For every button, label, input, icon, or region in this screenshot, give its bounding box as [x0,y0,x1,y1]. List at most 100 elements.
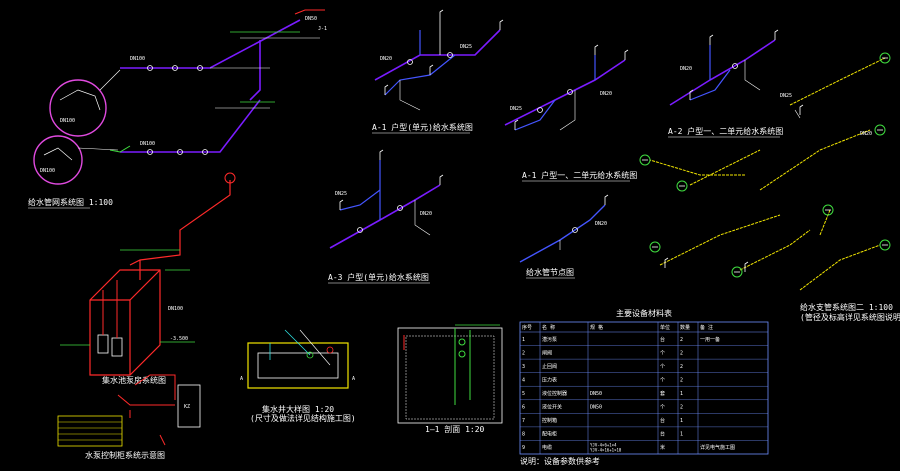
pump-pit-view: DN100 -3.500 集水池泵房系统图 [60,172,236,385]
table-cell: 2 [680,337,683,343]
svg-text:DN25: DN25 [780,93,792,99]
table-cell: 压力表 [542,376,557,383]
view-a1: DN20 DN25 A-1 户型(单元)给水系统图 [372,9,504,134]
table-cell: 4 [522,377,525,383]
table-cell: 台 [660,431,665,438]
view-a3: DN20 DN25 A-3 户型(单元)给水系统图 [328,149,444,284]
svg-text:DN100: DN100 [60,118,75,124]
table-cell: 液位控制器 [542,390,567,397]
view-c1: DN20 A-2 户型一、二单元给水系统图 [668,29,783,138]
terminal-strip [57,415,123,447]
table-cell: 一用一备 [700,336,720,343]
view-drain-node: DN20 给水管节点图 [519,194,609,279]
table-cell: 5 [522,391,525,397]
table-footer: 说明：设备参数供参考 [520,456,600,466]
svg-text:DN20: DN20 [595,221,607,227]
branch-systems-right: DN25 DN20 给水支管系统图二 1:100 (管径及标高详见系统图说明) [639,52,900,322]
table-cell: 1 [522,337,525,343]
svg-text:DN20: DN20 [380,56,392,62]
view-b1-caption: A-1 户型一、二单元给水系统图 [522,170,637,180]
table-cell: 米 [660,444,665,451]
table-cell: 2 [680,405,683,411]
table-cell: 电缆 [542,444,552,451]
main-pipe-riser [249,40,261,101]
svg-text:DN20: DN20 [680,66,692,72]
svg-text:DN20: DN20 [860,131,872,137]
control-cabinet-view: KZ 水泵控制柜系统示意图 [57,374,201,460]
detail-circle-icon: DN100 [49,69,121,137]
table-cell: 2 [522,350,525,356]
svg-text:DN100: DN100 [40,168,55,174]
top-riser-detail: DN50 J-1 [294,9,327,32]
table-header-cell: 备 注 [700,324,713,331]
svg-text:DN100: DN100 [168,306,183,312]
table-header-cell: 名 称 [542,324,555,331]
svg-text:KZ: KZ [184,404,190,410]
table-cell: 配电柜 [542,431,557,438]
pit-plan-view: A A 集水井大样图 1:20 (尺寸及做法详见结构施工图) [240,329,356,423]
table-cell: 8 [522,432,525,438]
table-cell: 液位开关 [542,404,562,411]
pit-plan-caption: 集水井大样图 1:20 [262,404,334,414]
svg-text:A: A [352,376,355,382]
table-cell: YJV-4×16+1×10 [590,447,622,452]
table-title: 主要设备材料表 [616,308,672,318]
table-cell: 台 [660,417,665,424]
table-header-cell: 单位 [660,324,670,331]
view-a3-caption: A-3 户型(单元)给水系统图 [328,272,429,282]
svg-text:A: A [240,376,243,382]
section-caption: 1—1 剖面 1:20 [425,424,485,434]
table-cell: 个 [660,364,665,370]
section-view: 1—1 剖面 1:20 [397,324,503,434]
view-a1-caption: A-1 户型(单元)给水系统图 [372,122,473,132]
table-cell: 个 [660,377,665,383]
table-cell: 闸阀 [542,349,552,356]
table-cell: 1 [680,391,683,397]
table-cell: 1 [680,418,683,424]
table-cell: 1 [680,432,683,438]
table-cell: 控制箱 [542,417,557,424]
table-cell: 详见电气施工图 [700,444,735,451]
table-cell: 潜污泵 [542,336,557,343]
table-cell: DN50 [590,391,602,397]
table-cell: 止回阀 [542,363,557,370]
detail-circle-icon: DN100 [33,135,119,185]
pump-caption: 集水池泵房系统图 [102,375,166,385]
table-cell: 7 [522,418,525,424]
table-cell: YJV-4×6+1×4 [590,442,617,447]
view-b1: DN20 DN25 A-1 户型一、二单元给水系统图 [504,44,637,182]
svg-text:DN100: DN100 [130,56,145,62]
svg-text:DN100: DN100 [140,141,155,147]
svg-text:DN50: DN50 [305,16,317,22]
table-header-cell: 规 格 [590,324,603,331]
view-c1-caption: A-2 户型一、二单元给水系统图 [668,126,783,136]
table-cell: 2 [680,350,683,356]
table-cell: 个 [660,350,665,356]
main-pipe-lower [120,99,261,153]
table-cell: 套 [660,390,665,397]
table-cell: 3 [522,364,525,370]
top-left-caption: 给水管网系统图 1:100 [28,197,113,207]
table-cell: DN50 [590,405,602,411]
pit-plan-subcaption: (尺寸及做法详见结构施工图) [250,413,356,423]
pump-icon [97,280,123,357]
table-cell: 9 [522,445,525,451]
svg-text:J-1: J-1 [318,26,327,32]
view-drain-caption: 给水管节点图 [526,267,574,277]
svg-text:DN20: DN20 [420,211,432,217]
svg-text:DN25: DN25 [460,44,472,50]
table-header-cell: 数量 [680,324,690,331]
svg-text:DN25: DN25 [510,106,522,112]
right-subcaption: (管径及标高详见系统图说明) [800,312,900,322]
pump-pit-box [89,269,161,376]
table-cell: 6 [522,405,525,411]
svg-text:-3.500: -3.500 [170,336,188,342]
svg-text:DN20: DN20 [600,91,612,97]
control-box [177,384,201,428]
table-cell: 台 [660,336,665,343]
table-cell: 2 [680,364,683,370]
right-caption: 给水支管系统图二 1:100 [800,302,893,312]
main-pipe-upper [120,19,301,69]
